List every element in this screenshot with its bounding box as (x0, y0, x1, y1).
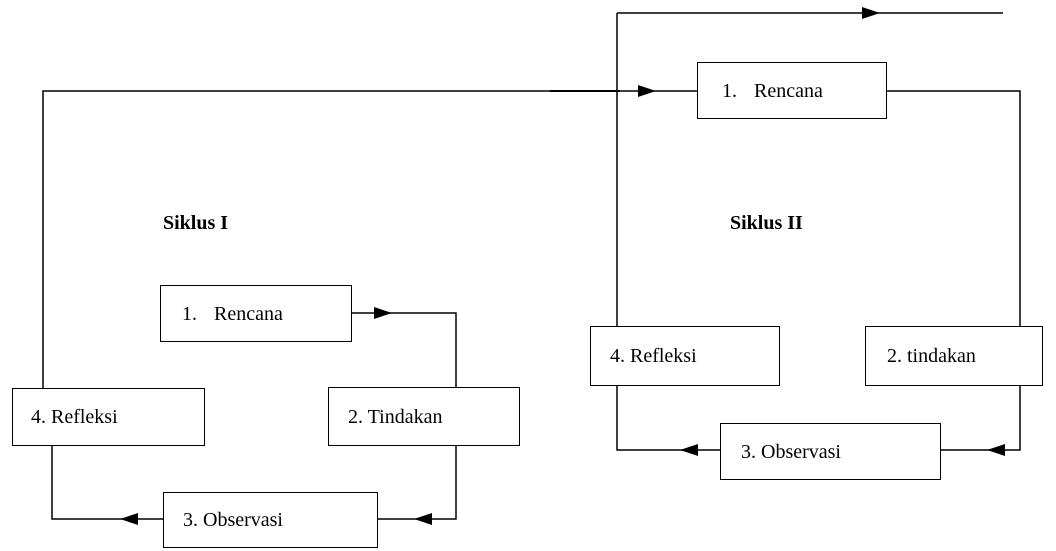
cycle2-observation-box: 3. Observasi (720, 423, 941, 480)
cycle1-observation-box: 3. Observasi (163, 492, 378, 548)
cycle1-action-to-observation-arrow (414, 513, 432, 525)
continuation-arrow-right (862, 7, 880, 19)
cycle1-reflection-to-cycle2-plan-line (42, 90, 697, 388)
cycle1-reflection-box: 4. Refleksi (12, 388, 205, 446)
cycle2-reflection-box: 4. Refleksi (590, 326, 780, 386)
cycle2-plan-box: 1. Rencana (697, 62, 887, 119)
cycle1-action-box: 2. Tindakan (328, 387, 520, 446)
cycle1-plan-to-action-arrow (374, 307, 392, 319)
cycle2-action-box: 2. tindakan (865, 326, 1043, 386)
cycle1-action-to-observation-line (378, 446, 457, 520)
cycle2-observation-to-reflection-arrow (680, 444, 698, 456)
cycle1-observation-to-reflection-arrow (120, 513, 138, 525)
cycle1-plan-to-action-line (352, 312, 457, 387)
cycle1-observation-to-reflection-line (51, 446, 163, 520)
cycle1-title: Siklus I (163, 212, 229, 234)
cycle2-action-to-observation-arrow (987, 444, 1005, 456)
cycle2-observation-to-reflection-line (616, 386, 720, 451)
cycle2-action-to-observation-line (941, 386, 1021, 451)
cycle1-plan-box: 1. Rencana (160, 285, 352, 342)
cycle2-plan-entry-arrow (638, 85, 656, 97)
cycle2-plan-to-action-line (887, 90, 1021, 326)
cycle2-title: Siklus II (730, 212, 803, 234)
